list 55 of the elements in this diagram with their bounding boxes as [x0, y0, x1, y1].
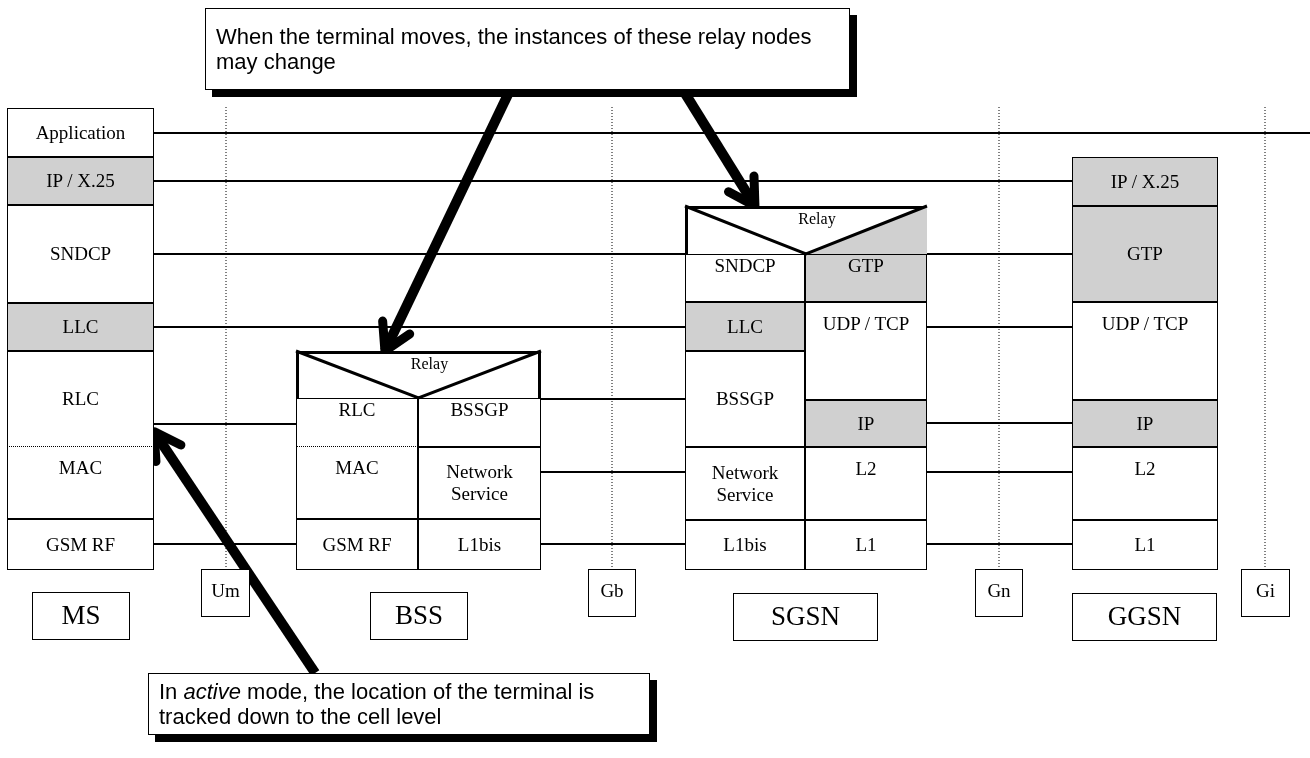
protocol-layer: GTP — [805, 254, 927, 302]
network-element-label: MS — [32, 592, 130, 640]
peer-protocol-line — [926, 471, 1073, 473]
network-element-label: SGSN — [733, 593, 878, 641]
network-element-label: GGSN — [1072, 593, 1217, 641]
network-element-label: BSS — [370, 592, 468, 640]
peer-protocol-line — [540, 471, 686, 473]
protocol-layer: UDP / TCP — [805, 302, 927, 400]
peer-protocol-line — [540, 398, 686, 400]
protocol-layer: GTP — [1072, 206, 1218, 302]
peer-protocol-line — [926, 326, 1073, 328]
protocol-layer: L1 — [1072, 520, 1218, 570]
protocol-stack — [685, 206, 927, 570]
protocol-layer: SNDCP — [685, 254, 805, 302]
protocol-stack — [7, 108, 154, 570]
protocol-layer: L1bis — [418, 519, 541, 570]
protocol-layer: SNDCP — [7, 205, 154, 303]
peer-protocol-line — [153, 253, 686, 255]
peer-protocol-line — [153, 326, 686, 328]
protocol-layer: IP / X.25 — [1072, 157, 1218, 206]
interface-label: Gb — [588, 569, 636, 617]
protocol-layer: Network Service — [418, 447, 541, 519]
protocol-layer: Application — [7, 108, 154, 157]
protocol-layer: RLC — [296, 398, 418, 447]
protocol-layer: UDP / TCP — [1072, 302, 1218, 400]
peer-protocol-line — [926, 543, 1073, 545]
peer-protocol-line — [153, 423, 297, 425]
protocol-layer: L1 — [805, 520, 927, 570]
protocol-layer: L2 — [805, 447, 927, 520]
protocol-layer: IP / X.25 — [7, 157, 154, 205]
peer-protocol-line — [153, 132, 1310, 134]
protocol-layer: L1bis — [685, 520, 805, 570]
peer-protocol-line — [540, 543, 686, 545]
protocol-stack — [296, 351, 541, 570]
protocol-layer: RLC — [7, 351, 154, 447]
protocol-layer: MAC — [7, 447, 154, 519]
peer-protocol-line — [926, 253, 1073, 255]
protocol-layer: GSM RF — [296, 519, 418, 570]
protocol-layer: LLC — [7, 303, 154, 351]
protocol-layer: MAC — [296, 447, 418, 519]
interface-label: Gn — [975, 569, 1023, 617]
protocol-layer: Network Service — [685, 447, 805, 520]
protocol-layer: IP — [1072, 400, 1218, 447]
protocol-layer: BSSGP — [685, 351, 805, 447]
peer-protocol-line — [153, 543, 297, 545]
protocol-layer: IP — [805, 400, 927, 447]
protocol-stack — [1072, 157, 1218, 570]
interface-label: Gi — [1241, 569, 1290, 617]
protocol-layer: LLC — [685, 302, 805, 351]
interface-label: Um — [201, 569, 250, 617]
peer-protocol-line — [926, 422, 1073, 424]
protocol-layer: L2 — [1072, 447, 1218, 520]
peer-protocol-line — [153, 180, 1073, 182]
protocol-layer: BSSGP — [418, 398, 541, 447]
protocol-layer: GSM RF — [7, 519, 154, 570]
